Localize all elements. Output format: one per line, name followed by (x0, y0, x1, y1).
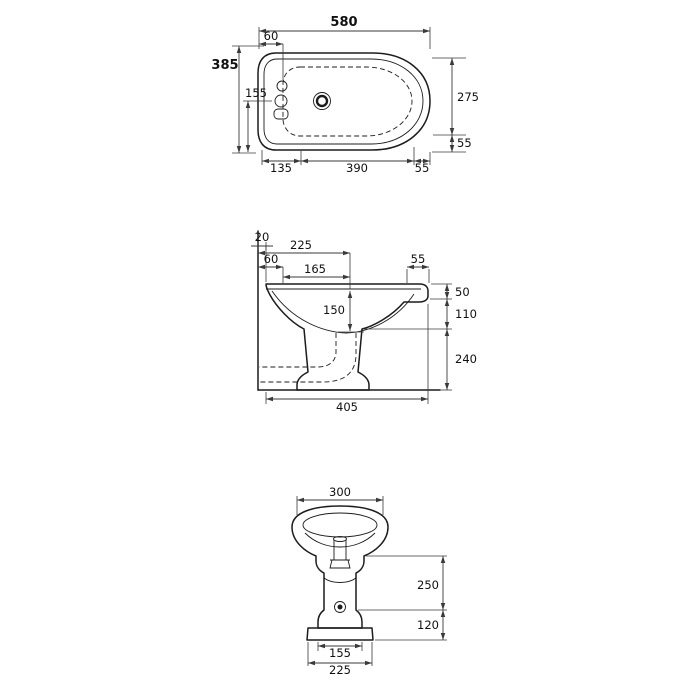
dim-label-tap-offset: 60 (264, 29, 279, 43)
tap-hole-center (274, 94, 288, 108)
trap-hidden-pipe-bottom (259, 333, 357, 383)
dim-label-overall-width: 580 (330, 15, 357, 30)
front-drain-outer (334, 601, 346, 613)
drain-hole-outer (313, 92, 331, 110)
dim-side-wall-to-drain: 225 (258, 238, 351, 289)
dim-label-rear-margin: 55 (415, 161, 430, 175)
side-body-outline (265, 283, 429, 391)
dim-label-base-height: 120 (417, 618, 439, 632)
dim-label-rim-drop: 50 (455, 285, 470, 299)
dim-label-front-lip: 55 (411, 252, 426, 266)
front-rim-arc (304, 532, 376, 548)
tap-hole-upper (276, 80, 288, 92)
dim-side-rim-to-drain: 150 (323, 291, 364, 333)
dim-label-overall-depth: 385 (211, 58, 238, 73)
dim-label-tap-to-drain: 165 (304, 262, 326, 276)
top-bowl-hidden-line (282, 66, 413, 137)
dim-side-overall-depth: 405 (265, 304, 429, 414)
dim-label-overall-depth: 405 (336, 400, 358, 414)
dim-side-right-chain: 50 110 240 (364, 283, 477, 391)
dim-side-wall-gap: 20 (251, 230, 273, 282)
dim-label-tap-to-front: 155 (245, 86, 267, 100)
dim-label-wall-gap: 20 (255, 230, 270, 244)
dim-label-front-margin: 135 (270, 161, 292, 175)
dim-side-front-lip: 55 (406, 252, 430, 283)
tap-hole-front (333, 536, 347, 542)
trap-hidden-pipe-top (259, 333, 337, 368)
dim-label-mid-height: 250 (417, 578, 439, 592)
dim-label-top-width: 300 (329, 485, 351, 499)
dim-label-bowl-length: 390 (346, 161, 368, 175)
side-view: 20 225 60 165 55 150 (251, 230, 477, 414)
dim-label-wall-to-drain: 225 (290, 238, 312, 252)
dim-top-rear-edge: 55 (432, 135, 472, 153)
front-plinth (306, 627, 374, 641)
top-inner-rim (263, 58, 424, 145)
dim-side-wall-to-tap: 60 (258, 252, 284, 283)
dim-front-right-chain: 250 120 (358, 555, 447, 641)
front-drain-center (337, 604, 343, 610)
dim-top-tap-to-front: 155 (243, 86, 272, 152)
front-inner-rim (302, 512, 378, 538)
front-view: 300 250 120 155 225 (291, 485, 447, 677)
tap-base-skirt (329, 559, 351, 569)
bowl-interior-line (271, 290, 415, 334)
overflow-slot (273, 108, 289, 120)
front-body-outline (291, 505, 389, 629)
dim-label-rim-to-drain: 150 (323, 303, 345, 317)
dim-label-bowl-depth: 275 (457, 90, 479, 104)
dim-label-wall-to-tap: 60 (264, 252, 279, 266)
dim-top-overall-depth: 385 (211, 45, 264, 154)
dim-top-overall-width: 580 (258, 15, 431, 49)
dim-front-base-width: 155 (317, 642, 363, 660)
dim-top-bottom-chain: 135 390 55 (261, 147, 431, 175)
drain-hole-ring (315, 94, 329, 108)
dim-top-tap-offset: 60 (259, 29, 284, 80)
dim-front-plinth-width: 225 (307, 642, 373, 677)
dim-label-base-height: 240 (455, 352, 477, 366)
dim-label-rear-edge: 55 (457, 136, 472, 150)
dim-label-bowl-height: 110 (455, 307, 477, 321)
dim-side-tap-to-drain: 165 (283, 262, 350, 280)
dim-front-top-width: 300 (296, 485, 384, 515)
top-outer-outline (257, 52, 431, 151)
pedestal-arc (323, 577, 357, 583)
dim-label-base-width: 155 (329, 646, 351, 660)
dim-label-plinth-width: 225 (329, 663, 351, 677)
dim-top-bowl-depth: 275 (432, 57, 479, 136)
top-view: 580 60 385 155 275 55 (211, 15, 479, 175)
